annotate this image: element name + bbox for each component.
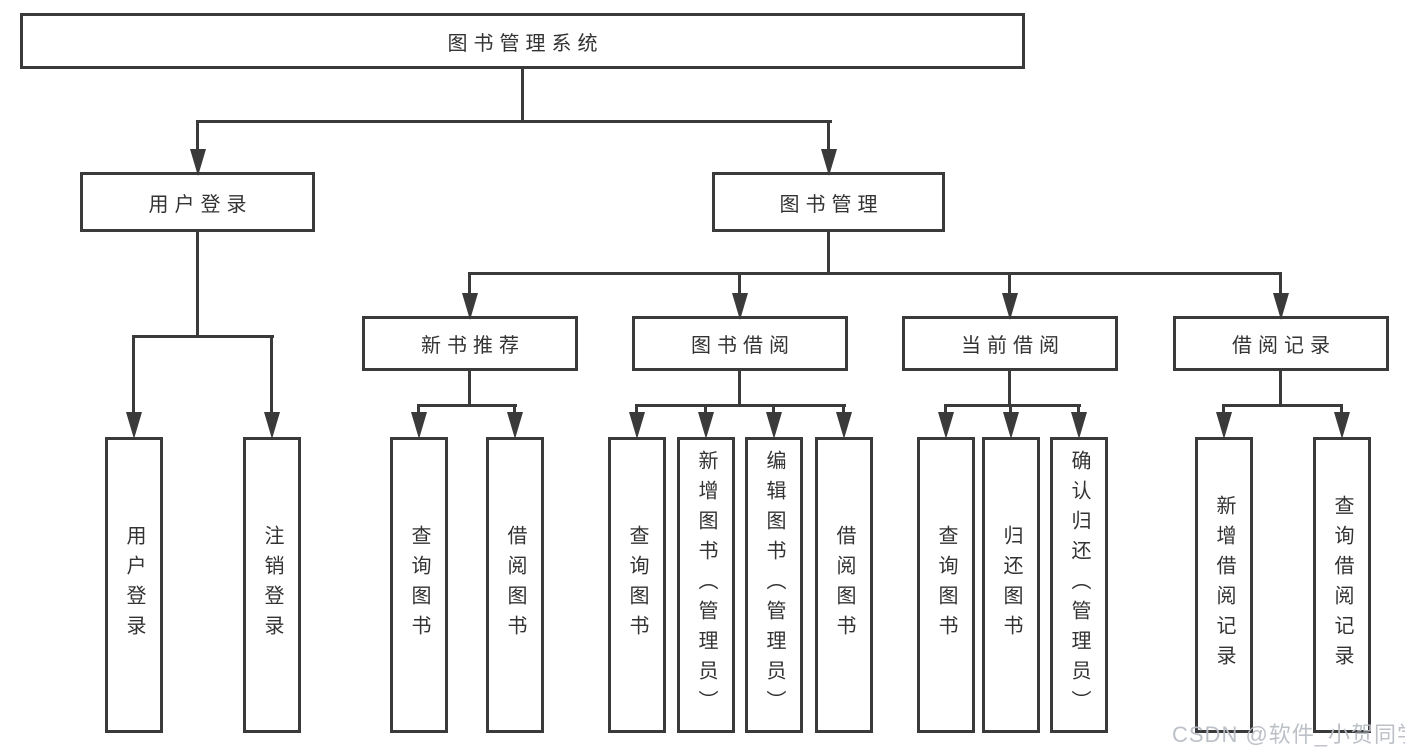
edge-to-confirm-return-admin-stem <box>1077 404 1080 416</box>
arrowhead-to-borrow-books-borrowing <box>836 412 852 439</box>
edge-to-user-login-stem <box>196 120 199 154</box>
leaf-query-books-borrowing: 查询图书 <box>608 437 666 733</box>
edge-to-edit-books-admin-stem <box>772 404 775 416</box>
edge-to-query-books-current-stem <box>944 404 947 416</box>
arrowhead-to-query-books-recommend <box>411 412 427 439</box>
edge-user-login-stem <box>196 232 199 338</box>
edge-book-management-bus <box>468 272 1282 275</box>
edge-new-book-recommend-bus <box>417 404 517 407</box>
leaf-query-books-recommend-label: 查询图书 <box>408 525 430 645</box>
arrowhead-to-add-books-admin <box>698 412 714 439</box>
leaf-query-books-current: 查询图书 <box>917 437 975 733</box>
leaf-edit-books-admin: 编辑图书（管理员） <box>745 437 803 733</box>
arrowhead-to-query-books-borrowing <box>629 412 645 439</box>
arrowhead-to-leaf-user-login <box>126 412 142 439</box>
leaf-confirm-return-admin-label: 确认归还（管理员） <box>1068 450 1090 720</box>
leaf-confirm-return-admin: 确认归还（管理员） <box>1050 437 1108 733</box>
edge-user-login-bus <box>133 335 274 338</box>
node-borrowing-records-label: 借阅记录 <box>1232 335 1336 357</box>
leaf-query-borrow-record-label: 查询借阅记录 <box>1331 495 1353 675</box>
leaf-query-books-recommend: 查询图书 <box>390 437 448 733</box>
edge-borrowing-records-stem <box>1279 371 1282 407</box>
leaf-user-login: 用户登录 <box>105 437 163 733</box>
node-current-borrowing: 当前借阅 <box>902 316 1118 371</box>
node-new-book-recommend-label: 新书推荐 <box>421 335 525 357</box>
edge-to-book-borrowing-stem <box>738 272 741 298</box>
leaf-borrow-books-borrowing-label: 借阅图书 <box>833 525 855 645</box>
leaf-logout-login-label: 注销登录 <box>261 525 283 645</box>
node-user-login: 用户登录 <box>80 172 315 232</box>
node-book-borrowing-label: 图书借阅 <box>691 335 795 357</box>
arrowhead-to-query-borrow-record <box>1334 412 1350 439</box>
arrowhead-to-query-books-current <box>938 412 954 439</box>
leaf-add-books-admin: 新增图书（管理员） <box>677 437 735 733</box>
edge-to-leaf-logout-stem <box>270 335 273 415</box>
edge-to-query-borrow-record-stem <box>1340 404 1343 416</box>
leaf-borrow-books-recommend: 借阅图书 <box>486 437 544 733</box>
node-root: 图书管理系统 <box>20 13 1025 69</box>
leaf-return-books-label: 归还图书 <box>1000 525 1022 645</box>
edge-to-borrow-books-borrowing-stem <box>842 404 845 416</box>
edge-to-new-book-recommend-stem <box>468 272 471 298</box>
node-book-management: 图书管理 <box>712 172 945 232</box>
arrowhead-to-borrowing-records <box>1273 293 1289 320</box>
node-book-borrowing: 图书借阅 <box>632 316 848 371</box>
edge-new-book-recommend-stem <box>468 371 471 407</box>
edge-to-add-borrow-record-stem <box>1222 404 1225 416</box>
edge-to-borrowing-records-stem <box>1279 272 1282 298</box>
edge-borrowing-records-bus <box>1222 404 1343 407</box>
node-current-borrowing-label: 当前借阅 <box>961 335 1065 357</box>
arrowhead-to-add-borrow-record <box>1216 412 1232 439</box>
node-new-book-recommend: 新书推荐 <box>362 316 578 371</box>
arrowhead-to-leaf-logout <box>264 412 280 439</box>
leaf-borrow-books-recommend-label: 借阅图书 <box>504 525 526 645</box>
leaf-return-books: 归还图书 <box>982 437 1040 733</box>
edge-to-leaf-user-login-stem <box>132 335 135 415</box>
edge-to-add-books-admin-stem <box>704 404 707 416</box>
leaf-edit-books-admin-label: 编辑图书（管理员） <box>763 450 785 720</box>
arrowhead-to-borrow-books-recommend <box>507 412 523 439</box>
leaf-query-borrow-record: 查询借阅记录 <box>1313 437 1371 733</box>
leaf-add-borrow-record-label: 新增借阅记录 <box>1213 495 1235 675</box>
arrowhead-to-book-management <box>821 149 837 176</box>
edge-book-management-stem <box>827 232 830 275</box>
edge-book-borrowing-bus <box>635 404 846 407</box>
arrowhead-to-edit-books-admin <box>766 412 782 439</box>
arrowhead-to-current-borrowing <box>1002 293 1018 320</box>
edge-root-stem <box>521 69 524 123</box>
edge-current-borrowing-bus <box>944 404 1081 407</box>
leaf-add-borrow-record: 新增借阅记录 <box>1195 437 1253 733</box>
edge-current-borrowing-stem <box>1008 371 1011 407</box>
edge-to-return-books-stem <box>1009 404 1012 416</box>
leaf-query-books-current-label: 查询图书 <box>935 525 957 645</box>
edge-to-query-books-borrowing-stem <box>635 404 638 416</box>
leaf-query-books-borrowing-label: 查询图书 <box>626 525 648 645</box>
leaf-add-books-admin-label: 新增图书（管理员） <box>695 450 717 720</box>
arrowhead-to-book-borrowing <box>732 293 748 320</box>
edge-to-query-books-recommend-stem <box>417 404 420 416</box>
arrowhead-to-confirm-return-admin <box>1071 412 1087 439</box>
leaf-user-login-label: 用户登录 <box>123 525 145 645</box>
edge-to-borrow-books-recommend-stem <box>513 404 516 416</box>
node-book-management-label: 图书管理 <box>779 193 884 216</box>
node-root-label: 图书管理系统 <box>447 32 604 55</box>
node-user-login-label: 用户登录 <box>148 193 253 216</box>
edge-to-book-management-stem <box>827 120 830 154</box>
edge-book-borrowing-stem <box>738 371 741 407</box>
arrowhead-to-new-book-recommend <box>462 293 478 320</box>
leaf-logout-login: 注销登录 <box>243 437 301 733</box>
arrowhead-to-return-books <box>1003 412 1019 439</box>
leaf-borrow-books-borrowing: 借阅图书 <box>815 437 873 733</box>
node-borrowing-records: 借阅记录 <box>1173 316 1389 371</box>
edge-root-bus <box>196 120 832 123</box>
csdn-watermark: CSDN @软件_小贺同学 <box>1172 722 1405 747</box>
edge-to-current-borrowing-stem <box>1008 272 1011 298</box>
arrowhead-to-user-login <box>190 149 206 176</box>
